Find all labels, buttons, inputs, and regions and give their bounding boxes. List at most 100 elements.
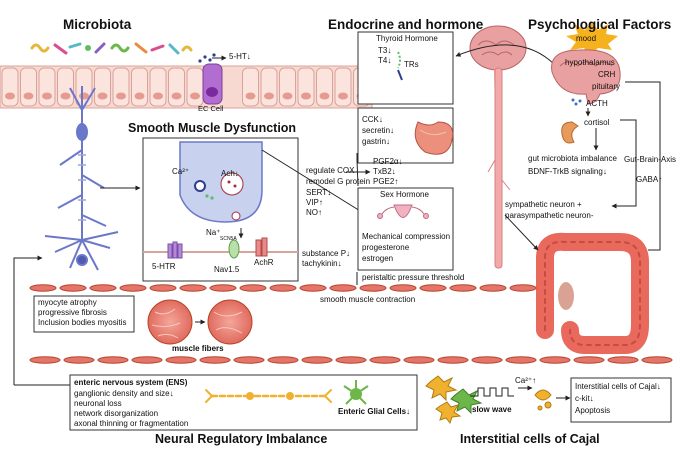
- icc-calcium-label: Ca²⁺↑: [515, 376, 537, 385]
- cell-nucleus: [97, 92, 108, 100]
- section-title-neural: Neural Regulatory Imbalance: [155, 432, 328, 446]
- kidney-icon: [561, 121, 579, 144]
- epithelial-cell: [94, 67, 111, 107]
- glial-cell: [343, 380, 369, 405]
- smooth-muscle-cell: [165, 356, 197, 364]
- bdnf-label: BDNF-TrkB signaling↓: [528, 167, 607, 176]
- glial-label: Enteric Glial Cells↓: [338, 407, 411, 416]
- epithelial-cell: [297, 67, 315, 107]
- stomach-icon: [414, 121, 454, 155]
- bacteria-cluster: [30, 42, 193, 55]
- gut-brain-axis-label: Gut-Brain-Axis: [624, 155, 677, 164]
- smooth-muscle-cell: [641, 356, 673, 364]
- synapse-terminal: [179, 141, 263, 223]
- smooth-muscle-cell: [199, 356, 231, 364]
- smooth-muscle-cell: [179, 284, 207, 292]
- sympathetic-label: sympathetic neuron +: [505, 200, 582, 209]
- t4-label: T4↓: [378, 56, 392, 65]
- mood-burst: [566, 22, 618, 56]
- network-label: network disorganization: [74, 409, 159, 418]
- cell-nucleus: [264, 92, 274, 100]
- txb2-label: TxB2↓: [373, 167, 396, 176]
- cck-label: CCK↓: [362, 115, 383, 124]
- epithelial-cell: [149, 67, 167, 107]
- nav15-label: Nav1.5: [214, 265, 240, 274]
- threshold-label: peristaltic pressure threshold: [362, 273, 465, 282]
- epithelial-cell: [38, 67, 56, 107]
- pge2-label: PGE2↑: [373, 177, 399, 186]
- epithelial-cell: [168, 67, 185, 107]
- epithelial-cell: [316, 67, 333, 107]
- slow-wave-icon: [470, 387, 514, 397]
- smooth-muscle-cell: [509, 284, 537, 292]
- ens-neuron-chain: [205, 389, 332, 403]
- apoptosis-label: Apoptosis: [575, 406, 611, 415]
- 5htr-label: 5-HTR: [152, 262, 176, 271]
- ach-label: Ach↓: [221, 169, 239, 178]
- smooth-muscle-cell: [329, 284, 357, 292]
- achr-label: AchR: [254, 258, 274, 267]
- smooth-muscle-cell: [479, 284, 507, 292]
- scn5a-label: SCN5A: [220, 236, 237, 242]
- pituitary-label: pituitary: [592, 82, 621, 91]
- substance-p-label: substance P↓: [302, 249, 351, 258]
- cell-nucleus: [42, 92, 52, 100]
- muscle-band-1: [29, 284, 537, 292]
- myocyte-atrophy-label: myocyte atrophy: [38, 298, 97, 307]
- smooth-muscle-cell: [335, 356, 367, 364]
- gastrin-label: gastrin↓: [362, 137, 391, 146]
- smooth-muscle-cell: [301, 356, 333, 364]
- no-label: NO↑: [306, 208, 322, 217]
- smooth-contraction-label: smooth muscle contraction: [320, 295, 416, 304]
- acth-label: ACTH: [586, 99, 608, 108]
- sodium-label: Na⁺: [206, 228, 221, 237]
- epithelial-cell: [279, 67, 296, 107]
- fibrosis-label: progressive fibrosis: [38, 308, 107, 317]
- myositis-label: Inclusion bodies myositis: [38, 318, 127, 327]
- ec-cell-label: EC Cell: [198, 104, 224, 113]
- cell-nucleus: [23, 92, 34, 100]
- colon-icon: [536, 232, 649, 354]
- smooth-muscle-cell: [209, 284, 237, 292]
- muscle-band-2: [29, 356, 673, 364]
- smooth-muscle-cell: [403, 356, 435, 364]
- epithelial-cell: [1, 67, 19, 107]
- smooth-muscle-cell: [299, 284, 327, 292]
- smooth-muscle-cell: [369, 356, 401, 364]
- section-title-endocrine: Endocrine and hormone: [328, 17, 484, 32]
- icc-apoptosis-icon: [534, 389, 552, 411]
- smooth-muscle-cell: [233, 356, 265, 364]
- epithelial-cell: [186, 67, 204, 107]
- cell-nucleus: [301, 92, 311, 100]
- section-title-microbiota: Microbiota: [63, 17, 132, 32]
- ec-cell: [198, 53, 227, 105]
- smooth-muscle-cell: [97, 356, 129, 364]
- section-title-icc: Interstitial cells of Cajal: [460, 432, 600, 446]
- cell-nucleus: [171, 92, 182, 100]
- smooth-muscle-cell: [119, 284, 147, 292]
- cell-nucleus: [190, 92, 200, 100]
- cox-label: regulate COX: [306, 166, 355, 175]
- muscle-fiber-2: [207, 299, 253, 345]
- icc-decrease-label: Interstitial cells of Cajal↓: [575, 382, 661, 391]
- muscle-fiber-1: [147, 299, 193, 345]
- smooth-muscle-cell: [449, 284, 477, 292]
- epithelial-cell: [260, 67, 278, 107]
- ganglionic-label: ganglionic density and size↓: [74, 389, 174, 398]
- section-title-psychological: Psychological Factors: [528, 17, 672, 32]
- cell-nucleus: [153, 92, 163, 100]
- crh-label: CRH: [598, 70, 616, 79]
- cortisol-label: cortisol: [584, 118, 610, 127]
- section-title-smooth-muscle: Smooth Muscle Dysfunction: [128, 121, 297, 135]
- smooth-muscle-cell: [267, 356, 299, 364]
- smooth-muscle-cell: [437, 356, 469, 364]
- achr-receptor: [255, 237, 268, 257]
- ens-box: [69, 374, 418, 431]
- cell-nucleus: [134, 92, 145, 100]
- uterus-icon: [377, 204, 429, 219]
- progesterone-label: progesterone: [362, 243, 410, 252]
- mood-label: mood: [576, 34, 597, 43]
- smooth-muscle-cell: [59, 284, 87, 292]
- epithelial-cell: [334, 67, 352, 107]
